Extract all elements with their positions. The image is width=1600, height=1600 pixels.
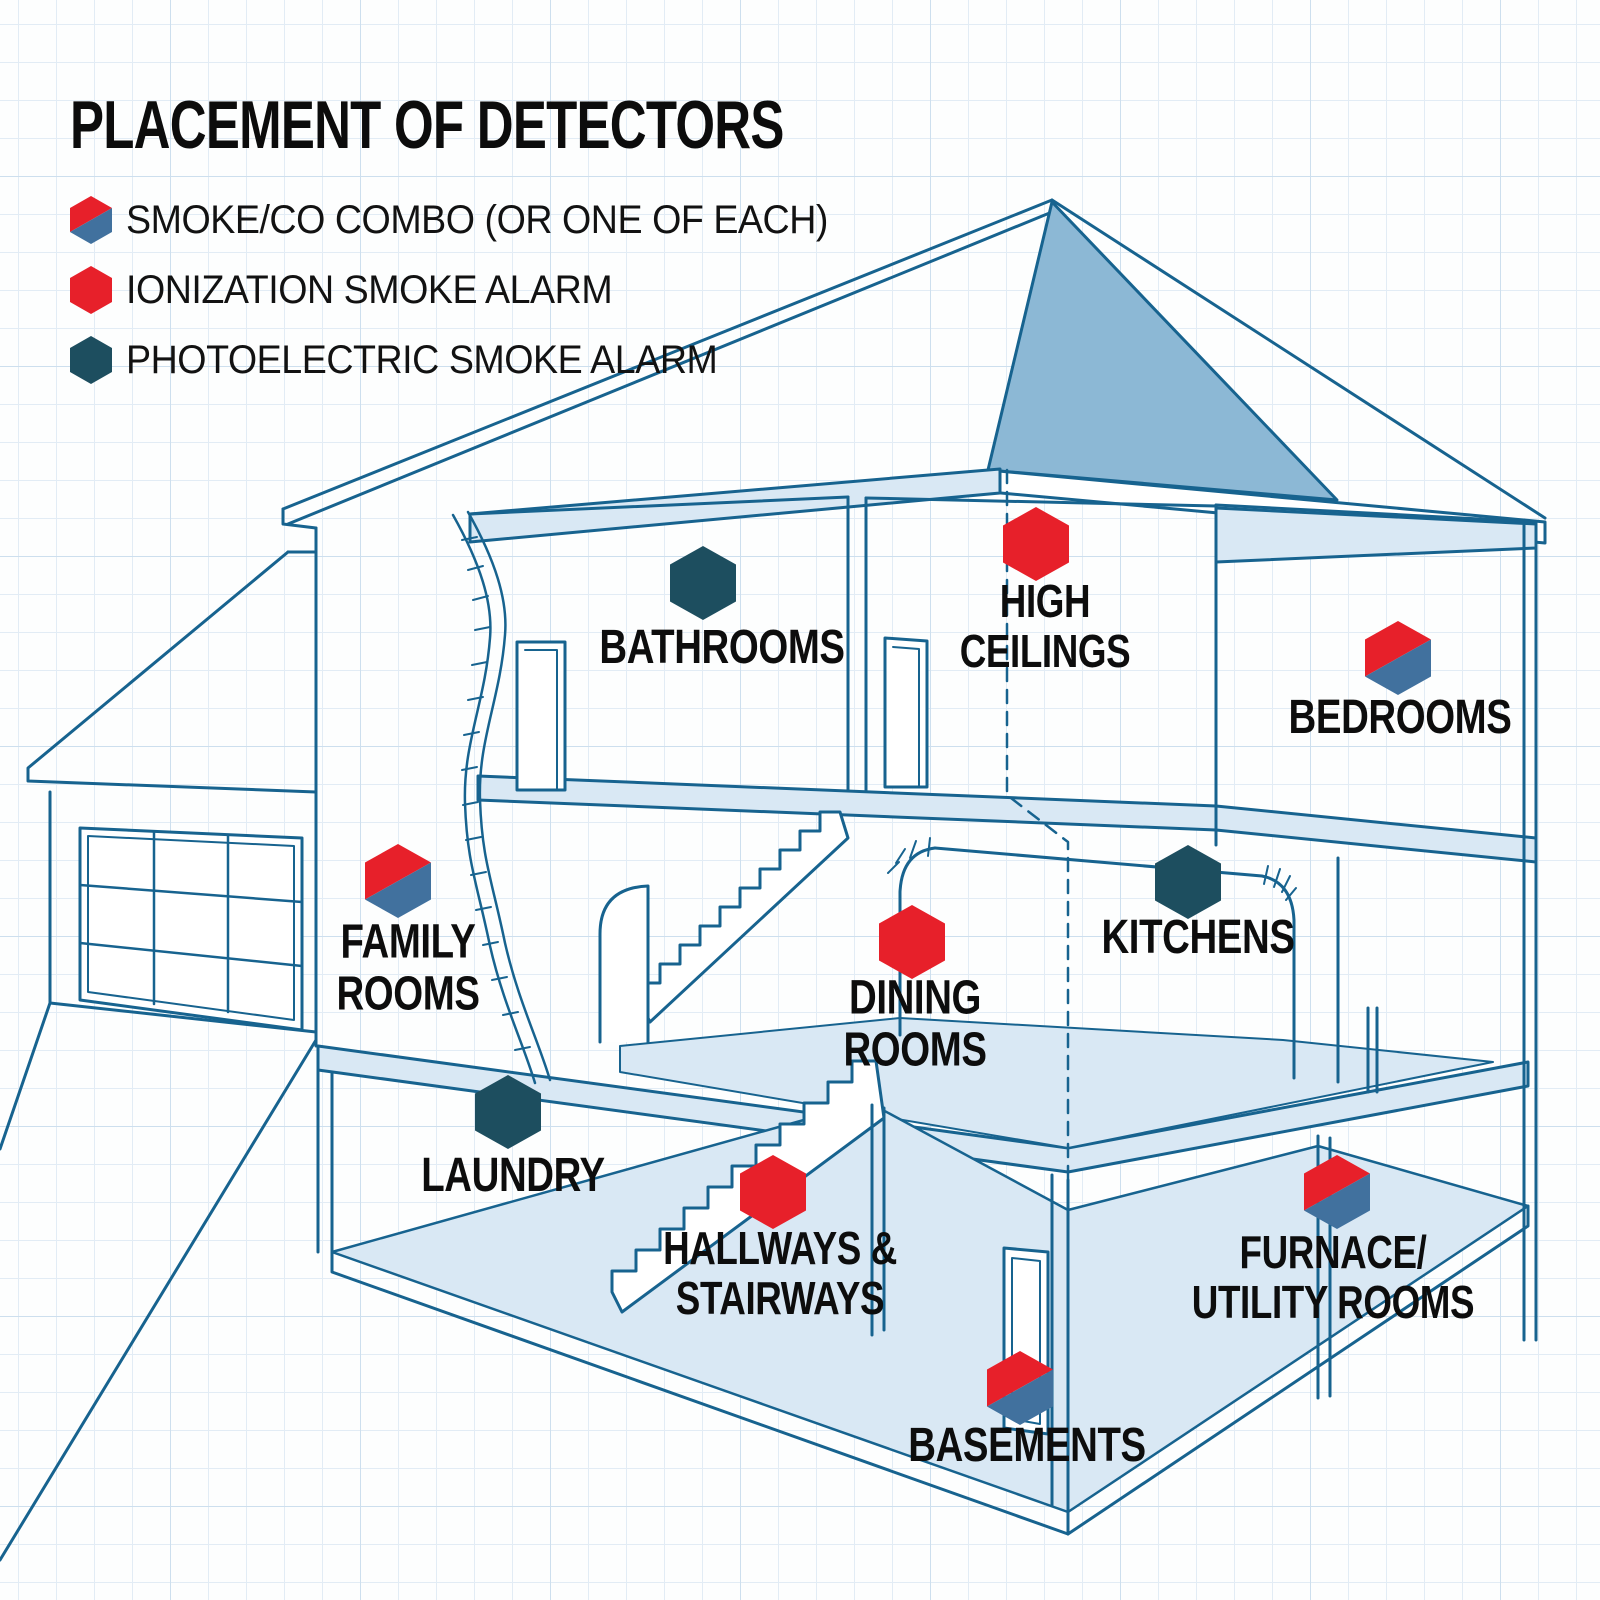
door-bathrooms [515,640,567,792]
photoelectric-hexagon-icon [70,336,112,384]
page-title: PLACEMENT OF DETECTORS [70,87,784,163]
smoke-co-combo-hexagon-icon [70,196,112,244]
legend-label: SMOKE/CO COMBO (OR ONE OF EACH) [126,198,828,242]
room-label-bathrooms: BATHROOMS [599,620,845,674]
room-label-bedrooms: BEDROOMS [1288,690,1512,744]
detector-marker-dining-rooms [879,905,945,979]
legend-label: PHOTOELECTRIC SMOKE ALARM [126,338,718,382]
detector-marker-laundry [475,1075,541,1149]
detector-marker-hallways-stairways [740,1155,806,1229]
garage [26,550,318,1032]
cutaway-wall-edge [451,510,552,1085]
ceiling-wedge-left [468,467,1002,544]
main-staircase [598,810,850,1044]
room-label-basements: BASEMENTS [908,1418,1146,1472]
detector-marker-high-ceilings [1003,507,1069,581]
detector-marker-kitchens [1155,845,1221,919]
detector-marker-family-rooms [365,844,431,918]
room-label-furnace-utility: FURNACE/UTILITY ROOMS [1191,1225,1475,1328]
room-label-laundry: LAUNDRY [421,1148,605,1202]
ionization-hexagon-icon [70,266,112,314]
section-cut-line [1005,468,1070,1530]
room-label-hallways-stairways: HALLWAYS &STAIRWAYS [663,1221,897,1324]
detector-markers [365,507,1431,1425]
detector-marker-bedrooms [1365,621,1431,695]
legend-label: IONIZATION SMOKE ALARM [126,268,613,312]
dining-arch-wall [887,837,1379,1094]
door-high-ceilings [883,636,929,789]
driveway-lines [0,1001,318,1562]
detector-marker-bathrooms [670,546,736,620]
room-label-kitchens: KITCHENS [1101,910,1295,964]
detector-marker-basements [987,1351,1053,1425]
walls [314,495,1538,1342]
detector-marker-furnace-utility [1304,1155,1370,1229]
